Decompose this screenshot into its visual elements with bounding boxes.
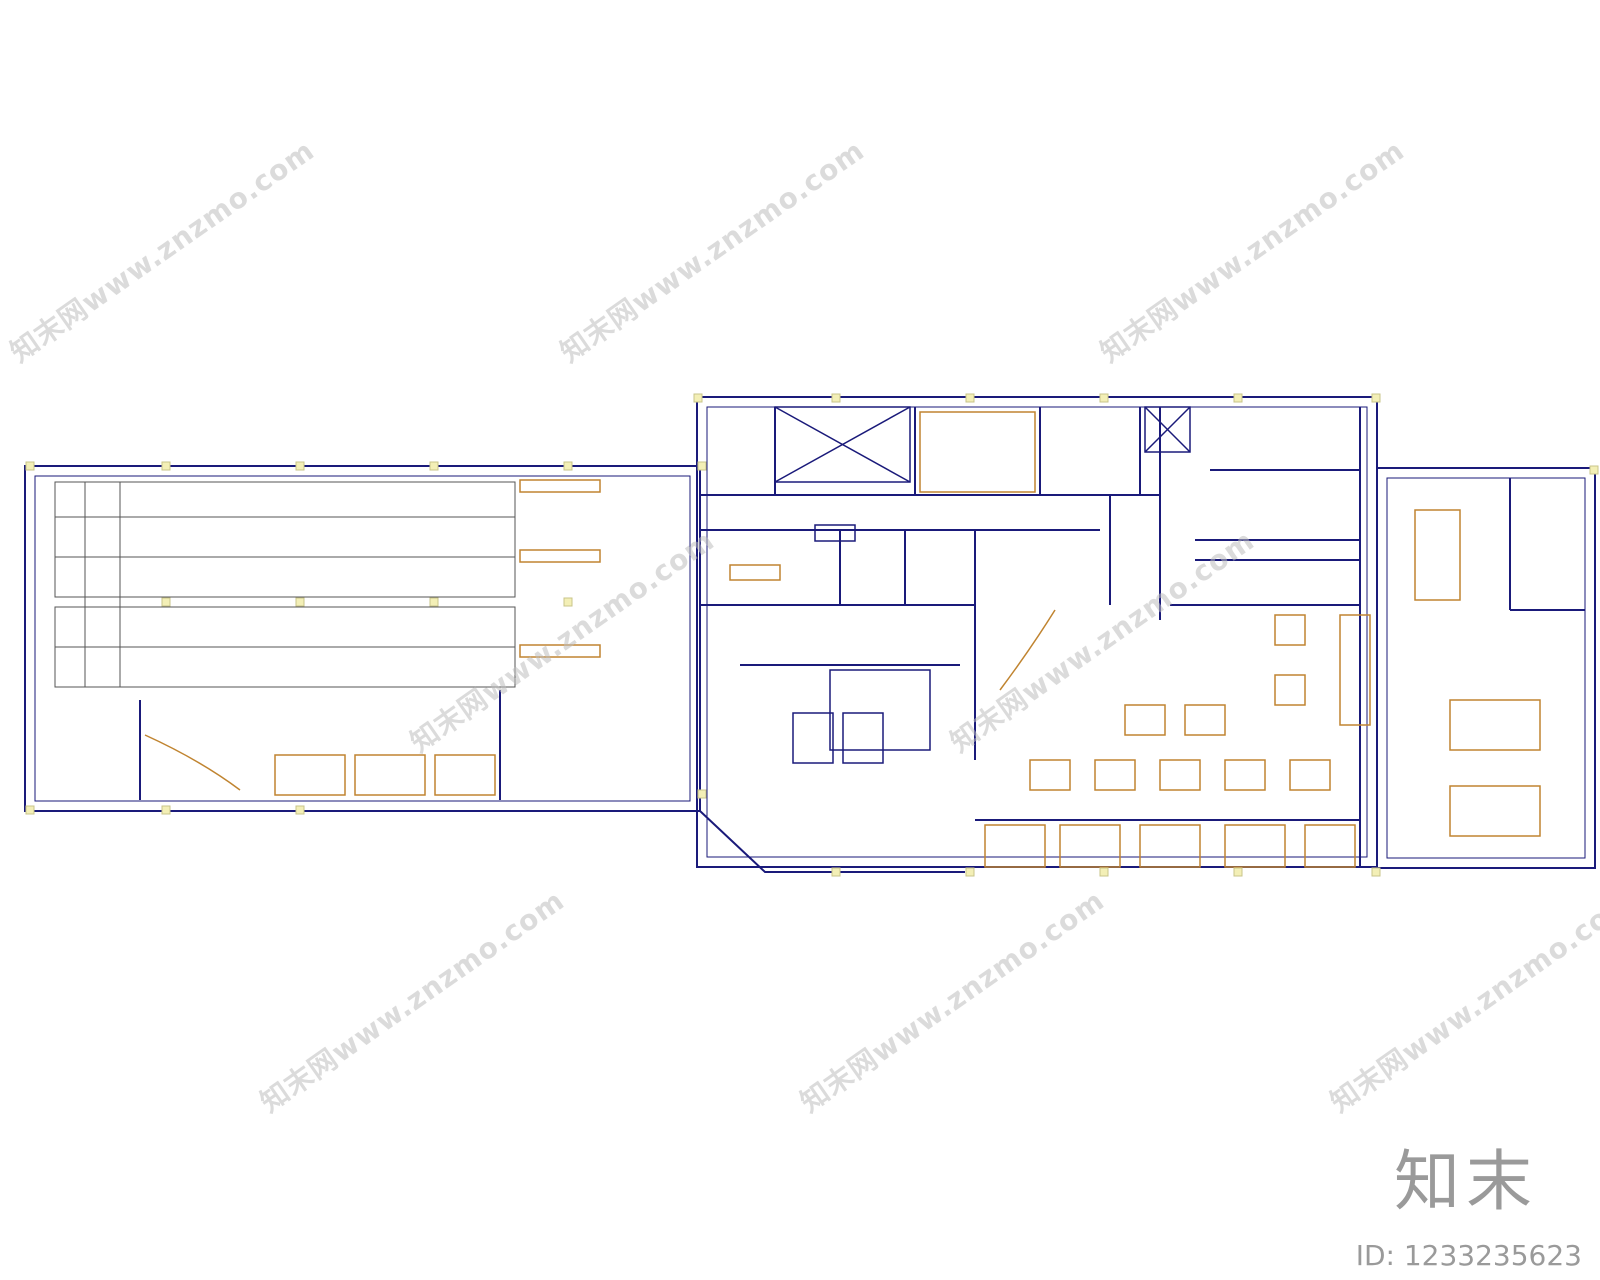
billiards-room-outline	[1376, 467, 1596, 869]
structural-columns	[25, 393, 1599, 877]
elevator-shafts	[774, 406, 1191, 764]
bowling-lanes	[54, 481, 516, 688]
furniture	[144, 411, 1541, 868]
document-id: ID: 1233235623	[1355, 1239, 1582, 1272]
bowling-hall-outline	[24, 465, 701, 812]
brand-logo: 知末	[1394, 1143, 1538, 1220]
